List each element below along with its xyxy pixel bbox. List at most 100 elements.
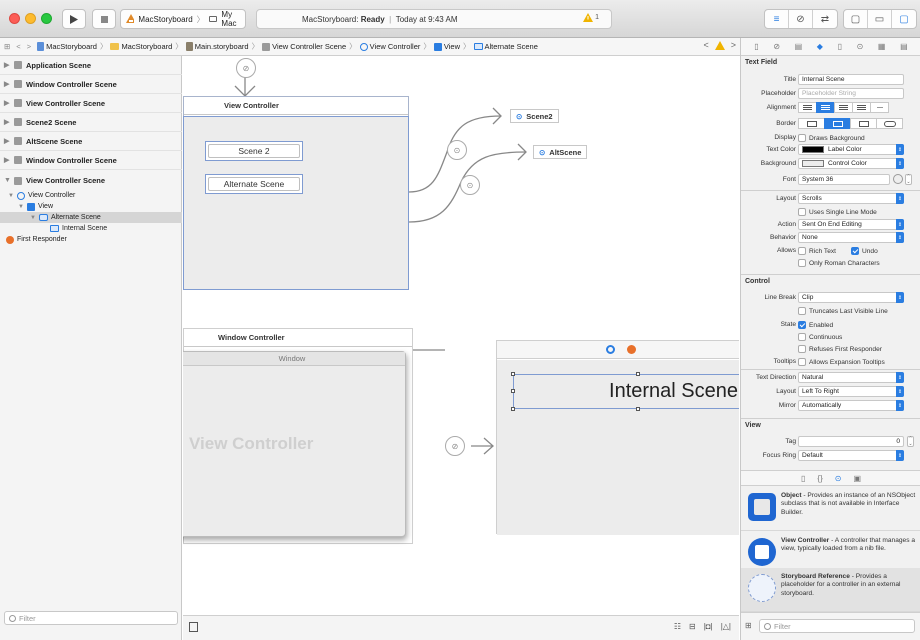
object-library-tab[interactable]: ⊙ — [834, 473, 842, 483]
segue-icon[interactable]: ⊙ — [460, 175, 480, 195]
background-color-popup[interactable]: Control Color⇕ — [798, 158, 904, 169]
effects-inspector-tab[interactable]: ▤ — [900, 42, 908, 51]
internal-scene-controller[interactable]: Internal Scene — [496, 340, 739, 535]
next-issue-button[interactable]: > — [730, 40, 736, 50]
layout-popup[interactable]: Scrolls⇕ — [798, 193, 904, 204]
stop-button[interactable] — [92, 9, 116, 29]
title-field[interactable]: Internal Scene — [798, 74, 904, 85]
only-roman-checkbox[interactable]: Only Roman Characters — [798, 258, 880, 268]
help-inspector-tab[interactable]: ⊘ — [773, 42, 781, 51]
library-filter-field[interactable]: Filter — [759, 619, 915, 633]
segue-icon[interactable]: ⊘ — [445, 436, 465, 456]
resize-handle[interactable] — [511, 407, 515, 411]
size-inspector-tab[interactable]: ▯ — [837, 42, 842, 51]
window-controller-scene[interactable]: Window Controller Window View Controller — [183, 328, 413, 544]
previous-issue-button[interactable]: < — [703, 40, 709, 50]
toggle-debug-area-button[interactable]: ▭ — [868, 10, 892, 28]
focus-ring-popup[interactable]: Default⇕ — [798, 450, 904, 461]
toggle-outline-button[interactable] — [189, 622, 198, 632]
outline-scene-row[interactable]: ▶Scene2 Scene — [0, 113, 182, 132]
border-bezel-button[interactable] — [850, 118, 877, 129]
align-natural-button[interactable] — [870, 102, 889, 113]
file-inspector-tab[interactable]: ▯ — [754, 42, 759, 51]
continuous-checkbox[interactable]: Continuous — [798, 332, 842, 342]
close-window-button[interactable] — [9, 13, 20, 24]
breadcrumb-storyboard[interactable]: Main.storyboard — [185, 42, 249, 51]
internal-scene-text-field[interactable]: Internal Scene — [513, 374, 739, 409]
outline-scene-row[interactable]: ▶AltScene Scene — [0, 132, 182, 151]
border-line-button[interactable] — [824, 118, 851, 129]
expansion-tooltips-checkbox[interactable]: Allows Expansion Tooltips — [798, 357, 885, 367]
placeholder-field[interactable]: Placeholder String — [798, 88, 904, 99]
disclosure-triangle-icon[interactable]: ▼ — [30, 214, 36, 221]
disclosure-triangle-icon[interactable]: ▶ — [4, 100, 10, 107]
layout-direction-popup[interactable]: Left To Right⇕ — [798, 386, 904, 397]
refuses-first-responder-checkbox[interactable]: Refuses First Responder — [798, 344, 882, 354]
breadcrumb-project[interactable]: MacStoryboard — [37, 42, 97, 51]
font-picker-icon[interactable] — [893, 174, 903, 184]
font-size-stepper[interactable]: ⌃⌄ — [905, 174, 912, 185]
minimize-window-button[interactable] — [25, 13, 36, 24]
connections-inspector-tab[interactable]: ⊙ — [856, 42, 864, 51]
toggle-utilities-button[interactable]: ▢ — [899, 13, 909, 25]
outline-scene-row[interactable]: ▶Window Controller Scene — [0, 75, 182, 94]
outline-item-first-responder[interactable]: First Responder — [6, 234, 67, 245]
warning-indicator[interactable]: 1 — [583, 13, 599, 22]
alternate-scene-button[interactable]: Alternate Scene — [205, 174, 303, 194]
run-button[interactable] — [62, 9, 86, 29]
disclosure-triangle-icon[interactable]: ▶ — [4, 81, 10, 88]
outline-filter-field[interactable]: Filter — [4, 611, 178, 625]
tag-field[interactable]: 0 — [798, 436, 904, 447]
library-item-object[interactable]: Object - Provides an instance of an NSOb… — [741, 487, 920, 531]
file-template-library-tab[interactable]: ▯ — [800, 473, 806, 483]
rich-text-checkbox[interactable]: Rich Text — [798, 246, 836, 256]
border-rounded-button[interactable] — [876, 118, 903, 129]
breadcrumb-textfield[interactable]: Alternate Scene — [473, 42, 538, 51]
resize-handle[interactable] — [636, 407, 640, 411]
breadcrumb-view[interactable]: View — [433, 42, 460, 51]
outline-scene-row[interactable]: ▶View Controller Scene — [0, 94, 182, 113]
zoom-window-button[interactable] — [41, 13, 52, 24]
toggle-navigator-button[interactable]: ▢ — [844, 10, 868, 28]
disclosure-triangle-icon[interactable]: ▼ — [8, 192, 14, 199]
line-break-popup[interactable]: Clip⇕ — [798, 292, 904, 303]
grid-view-icon[interactable]: ⊞ — [745, 621, 752, 630]
view-controller-icon[interactable] — [606, 345, 615, 354]
resolve-layout-button[interactable]: |△| — [720, 622, 731, 631]
attributes-inspector-tab[interactable]: ◆ — [816, 42, 823, 51]
standard-editor-button[interactable]: ≡ — [765, 10, 789, 28]
view-controller-view[interactable]: Scene 2 Alternate Scene — [183, 116, 409, 290]
behavior-popup[interactable]: None⇕ — [798, 232, 904, 243]
library-item-storyboard-reference[interactable]: Storyboard Reference - Provides a placeh… — [741, 568, 920, 612]
view-controller-scene[interactable]: View Controller Scene 2 Alternate Scene — [183, 96, 409, 290]
resize-handle[interactable] — [511, 372, 515, 376]
single-line-checkbox[interactable]: Uses Single Line Mode — [798, 207, 877, 217]
text-direction-popup[interactable]: Natural⇕ — [798, 372, 904, 383]
align-right-button[interactable] — [834, 102, 853, 113]
forward-button[interactable]: > — [26, 42, 32, 51]
undo-checkbox[interactable]: Undo — [851, 246, 878, 256]
outline-item-view-controller[interactable]: ▼View Controller — [8, 190, 75, 201]
text-color-popup[interactable]: Label Color⇕ — [798, 144, 904, 155]
code-snippet-library-tab[interactable]: {} — [817, 473, 823, 483]
outline-item-view[interactable]: ▼View — [18, 201, 53, 212]
enabled-checkbox[interactable]: Enabled — [798, 320, 833, 330]
font-field[interactable]: System 36 — [798, 174, 890, 185]
truncates-checkbox[interactable]: Truncates Last Visible Line — [798, 306, 888, 316]
segue-icon[interactable]: ⊙ — [447, 140, 467, 160]
breadcrumb-scene[interactable]: View Controller Scene — [262, 42, 346, 51]
disclosure-triangle-icon[interactable]: ▶ — [4, 119, 10, 126]
outline-scene-row[interactable]: ▶Application Scene — [0, 56, 182, 75]
resize-handle[interactable] — [511, 389, 515, 393]
storyboard-reference-altscene[interactable]: ⊙ AltScene — [533, 145, 588, 159]
outline-scene-row[interactable]: ▼View Controller Scene — [0, 171, 182, 190]
back-button[interactable]: < — [16, 42, 21, 51]
action-popup[interactable]: Sent On End Editing⇕ — [798, 219, 904, 230]
storyboard-reference-scene2[interactable]: ⊙ Scene2 — [510, 109, 559, 123]
version-editor-button[interactable]: ⇄ — [820, 13, 830, 25]
disclosure-triangle-icon[interactable]: ▼ — [18, 203, 24, 210]
scheme-selector[interactable]: MacStoryboard 〉 My Mac — [120, 9, 246, 29]
align-left-button[interactable] — [798, 102, 817, 113]
outline-item-alternate-scene[interactable]: ▼Alternate Scene — [0, 212, 182, 223]
bindings-inspector-tab[interactable]: ▦ — [877, 42, 886, 51]
